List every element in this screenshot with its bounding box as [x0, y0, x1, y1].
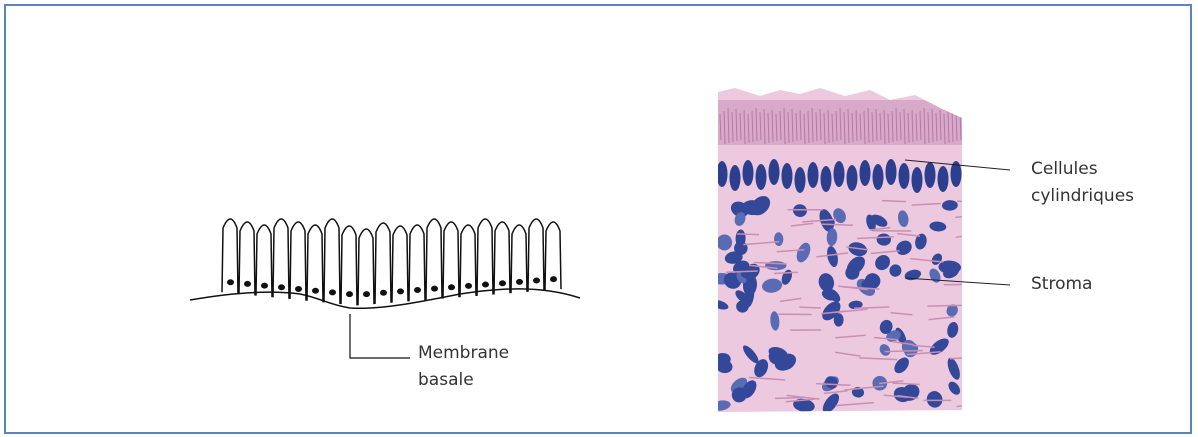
- micrograph: [710, 85, 991, 416]
- stroma-fiber: [775, 398, 802, 399]
- cylindrical-nucleus: [899, 163, 910, 189]
- cell-nucleus: [533, 277, 540, 283]
- cylindrical-nucleus: [938, 166, 949, 192]
- cell-nucleus: [431, 286, 438, 292]
- label-stroma: Stroma: [1031, 272, 1092, 296]
- cell-nucleus: [346, 291, 353, 297]
- label-membrane-line1: Membrane: [418, 341, 509, 365]
- cylindrical-nucleus: [860, 160, 871, 186]
- cylindrical-nucleus: [873, 164, 884, 190]
- cylindrical-nucleus: [834, 161, 845, 187]
- cell-nucleus: [482, 282, 489, 288]
- cylindrical-nucleus: [821, 166, 832, 192]
- stroma-fiber: [737, 234, 759, 235]
- cell-nucleus: [465, 283, 472, 289]
- cell-nucleus: [227, 279, 234, 285]
- label-membrane-line2: basale: [418, 368, 474, 392]
- label-cellules-line2: cylindriques: [1031, 184, 1134, 208]
- cell-nucleus: [414, 287, 421, 293]
- cell-nucleus: [380, 290, 387, 296]
- cell-nucleus: [550, 276, 557, 282]
- cell-nucleus: [363, 291, 370, 297]
- cell-nucleus: [261, 283, 268, 289]
- cylindrical-nucleus: [743, 160, 754, 186]
- epithelium-drawing: [190, 219, 580, 358]
- cylindrical-nucleus: [912, 167, 923, 193]
- label-cellules-line1: Cellules: [1031, 157, 1098, 181]
- cylindrical-nucleus: [886, 159, 897, 185]
- cell-nucleus: [295, 286, 302, 292]
- cylindrical-nucleus: [717, 161, 728, 187]
- cell-nucleus: [278, 284, 285, 290]
- stroma-fiber: [799, 307, 821, 308]
- cell-nucleus: [312, 288, 319, 294]
- cylindrical-nucleus: [756, 164, 767, 190]
- stroma-fiber: [944, 284, 980, 285]
- cylindrical-nucleus: [782, 163, 793, 189]
- cell-nucleus: [397, 288, 404, 294]
- cylindrical-nucleus: [808, 162, 819, 188]
- cylindrical-nucleus: [730, 165, 741, 191]
- cell-row: [222, 219, 561, 305]
- cylindrical-nucleus: [769, 159, 780, 185]
- cylindrical-nucleus: [847, 165, 858, 191]
- cell-nucleus: [516, 279, 523, 285]
- membrane-leader: [350, 314, 410, 358]
- cell-nucleus: [329, 289, 336, 295]
- cylindrical-nucleus: [925, 162, 936, 188]
- cell-nucleus: [499, 280, 506, 286]
- cylindrical-nucleus: [795, 167, 806, 193]
- stroma-fiber: [882, 201, 906, 202]
- cell-nucleus: [244, 281, 251, 287]
- stroma-fiber: [927, 305, 963, 306]
- cell-nucleus: [448, 284, 455, 290]
